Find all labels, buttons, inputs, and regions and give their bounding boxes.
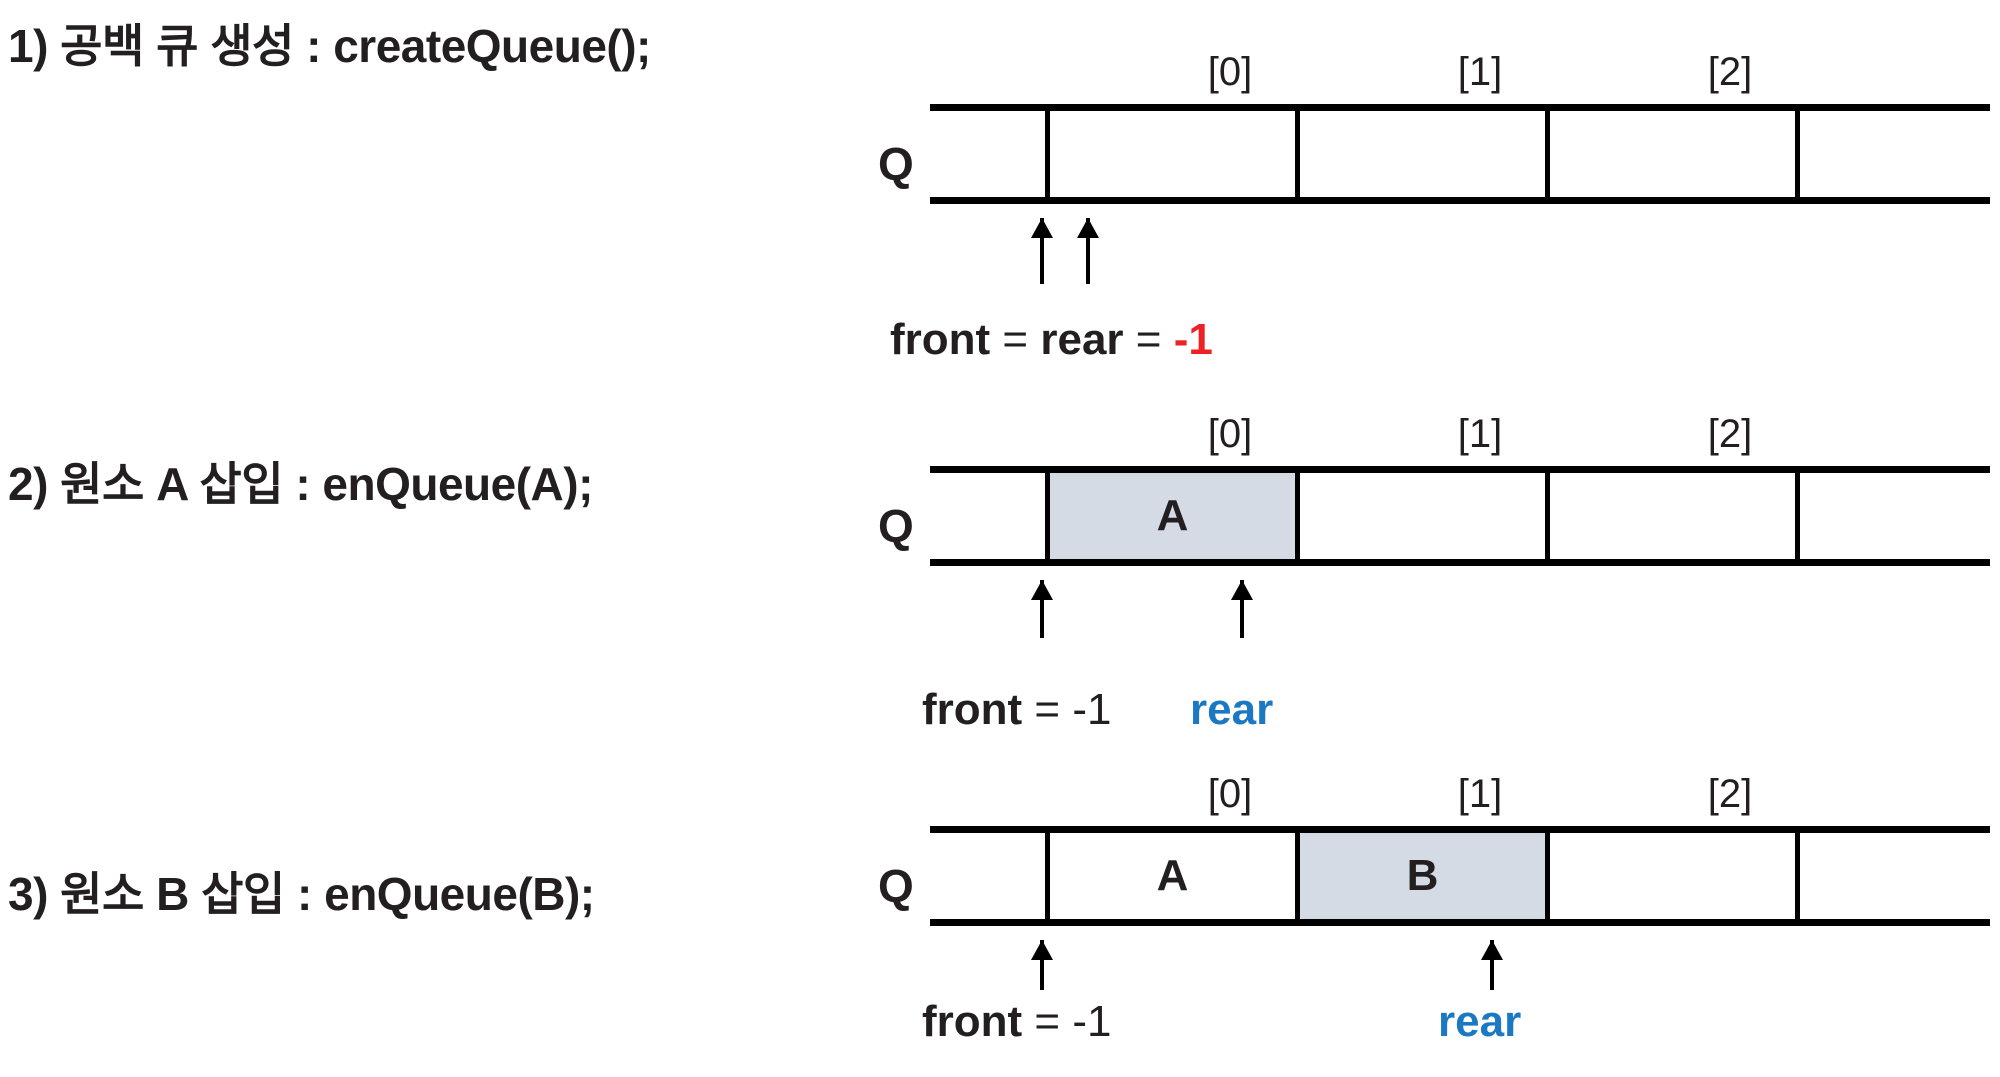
- front-keyword: front: [922, 685, 1023, 734]
- queue-cell-2-3[interactable]: [1550, 833, 1800, 919]
- queue-array-2: Q A: [878, 466, 1990, 566]
- queue-diagram-step-1: [0] [1] [2] Q: [878, 50, 1990, 284]
- index-label-0: [0]: [1207, 412, 1253, 456]
- index-label-1: [1]: [1457, 772, 1503, 816]
- front-legend-step-3: front = -1: [922, 1000, 1111, 1044]
- rear-legend-step-2: rear: [1190, 688, 1273, 732]
- queue-cell-1-1[interactable]: [1300, 111, 1550, 197]
- queue-cell-1-3[interactable]: B: [1300, 833, 1550, 919]
- queue-cell-0-3[interactable]: A: [1050, 833, 1300, 919]
- arrow-shaft: [1040, 218, 1044, 284]
- front-legend-step-2: front = -1: [922, 688, 1111, 732]
- queue-cell-2-1[interactable]: [1550, 111, 1800, 197]
- pointer-legend-step-1: front = rear = -1: [890, 318, 1213, 362]
- arrow-shaft: [1240, 580, 1244, 638]
- step-3-caption: 3) 원소 B 삽입 : enQueue(B);: [8, 868, 595, 920]
- queue-name-label-2: Q: [878, 500, 914, 552]
- queue-cell-slack-3[interactable]: [930, 833, 1050, 919]
- arrow-shaft: [1086, 218, 1090, 284]
- index-label-row-1: [0] [1] [2]: [930, 50, 1990, 104]
- queue-cell-slack-1[interactable]: [930, 111, 1050, 197]
- queue-cell-0-2[interactable]: A: [1050, 473, 1300, 559]
- queue-array-1: Q: [878, 104, 1990, 204]
- queue-cell-slack-2[interactable]: [930, 473, 1050, 559]
- rear-keyword: rear: [1040, 315, 1124, 364]
- equals-sign: =: [1022, 685, 1073, 734]
- queue-name-label-3: Q: [878, 860, 914, 912]
- queue-name-label-1: Q: [878, 138, 914, 190]
- queue-diagram-step-3: [0] [1] [2] Q A B: [878, 772, 1990, 990]
- front-value: -1: [1072, 685, 1112, 734]
- queue-diagram-step-2: [0] [1] [2] Q A: [878, 412, 1990, 638]
- index-label-1: [1]: [1457, 50, 1503, 94]
- queue-cell-2-2[interactable]: [1550, 473, 1800, 559]
- queue-cell-1-2[interactable]: [1300, 473, 1550, 559]
- index-label-0: [0]: [1207, 50, 1253, 94]
- index-label-2: [2]: [1707, 412, 1753, 456]
- queue-array-3: Q A B: [878, 826, 1990, 926]
- arrow-shaft: [1490, 940, 1494, 990]
- index-label-row-2: [0] [1] [2]: [930, 412, 1990, 466]
- front-keyword: front: [890, 315, 991, 364]
- index-label-2: [2]: [1707, 50, 1753, 94]
- step-1-caption: 1) 공백 큐 생성 : createQueue();: [8, 20, 651, 72]
- index-label-2: [2]: [1707, 772, 1753, 816]
- arrow-shaft: [1040, 580, 1044, 638]
- index-label-1: [1]: [1457, 412, 1503, 456]
- queue-cell-tail-3[interactable]: [1800, 833, 1990, 919]
- step-2-caption: 2) 원소 A 삽입 : enQueue(A);: [8, 458, 593, 510]
- pointer-value: -1: [1173, 315, 1213, 364]
- equals-sign: =: [1022, 997, 1073, 1046]
- equals-sign-1: =: [990, 315, 1041, 364]
- equals-sign-2: =: [1123, 315, 1174, 364]
- rear-keyword: rear: [1190, 685, 1274, 734]
- rear-keyword: rear: [1438, 997, 1522, 1046]
- queue-cell-0-1[interactable]: [1050, 111, 1300, 197]
- front-value: -1: [1072, 997, 1112, 1046]
- queue-cell-tail-2[interactable]: [1800, 473, 1990, 559]
- rear-legend-step-3: rear: [1438, 1000, 1521, 1044]
- front-keyword: front: [922, 997, 1023, 1046]
- arrow-shaft: [1040, 940, 1044, 990]
- index-label-row-3: [0] [1] [2]: [930, 772, 1990, 826]
- queue-cell-tail-1[interactable]: [1800, 111, 1990, 197]
- index-label-0: [0]: [1207, 772, 1253, 816]
